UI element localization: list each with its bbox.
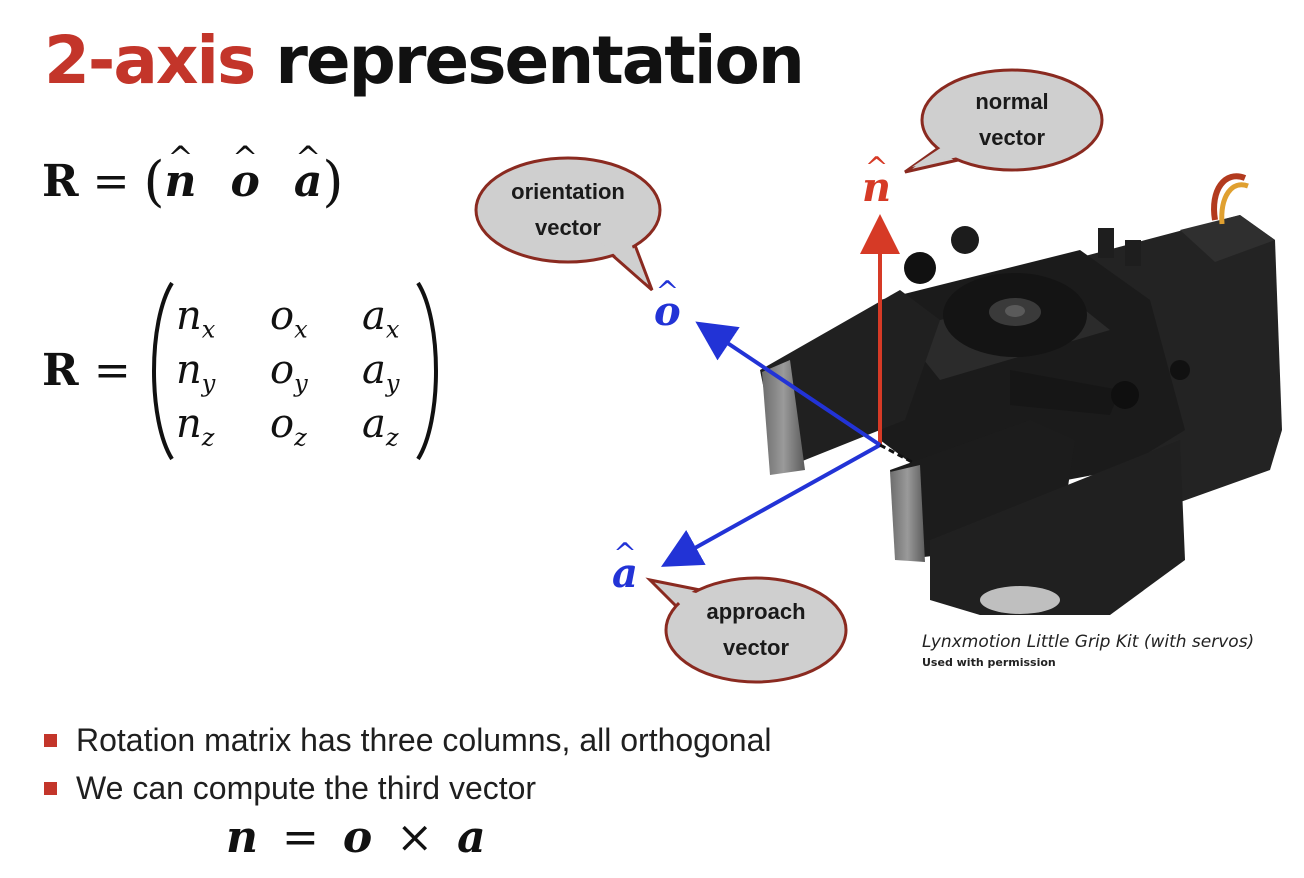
matrix-cell: ay — [362, 347, 400, 398]
eq1-col-n: n — [165, 156, 197, 207]
bullet-item: We can compute the third vector — [44, 764, 771, 812]
callout-approach — [645, 576, 848, 684]
matrix-cell: nz — [176, 401, 215, 452]
axis-label-o: o — [654, 288, 681, 335]
eq1-col-o: o — [231, 156, 260, 207]
eq3-lhs: n — [226, 812, 258, 863]
callout-orientation — [474, 156, 662, 292]
eq1-lhs: R — [42, 156, 79, 207]
axis-label-a: a — [612, 550, 638, 597]
callout-normal-text: normal vector — [975, 89, 1049, 150]
title-rest: representation — [254, 22, 805, 99]
orientation-vector-arrow — [695, 321, 882, 447]
matrix-cell: oy — [270, 347, 308, 398]
bullet-square-icon — [44, 782, 57, 795]
matrix-right-bracket — [416, 281, 438, 461]
equation-cross-product: n = o × a — [226, 812, 486, 863]
matrix-cell: az — [362, 401, 399, 452]
eq2-lhs: R = — [42, 345, 131, 396]
matrix-cell: oz — [270, 401, 307, 452]
approach-vector-arrow — [661, 443, 881, 567]
gripper-image — [760, 173, 1282, 615]
matrix-cell: nx — [176, 293, 216, 344]
matrix-left-bracket — [152, 281, 174, 461]
callout-orientation-text: orientation vector — [511, 179, 625, 240]
eq1-col-a: a — [294, 156, 323, 207]
callout-approach-text: approach vector — [706, 599, 806, 660]
callout-normal — [904, 68, 1104, 174]
image-caption: Lynxmotion Little Grip Kit (with servos) — [922, 632, 1255, 652]
bullet-list: Rotation matrix has three columns, all o… — [44, 716, 771, 812]
matrix-cell: ny — [176, 347, 216, 398]
eq1-close-paren: ) — [322, 150, 344, 213]
eq1-equals: = — [92, 156, 130, 207]
slide-title: 2-axis representation — [44, 28, 805, 94]
matrix-cell: ax — [362, 293, 400, 344]
eq3-operand-b: a — [457, 812, 486, 863]
eq3-operand-a: o — [342, 812, 373, 863]
eq1-open-paren: ( — [143, 150, 165, 213]
eq3-equals: = — [282, 812, 319, 863]
equation-r-columns: R = (noa) — [42, 150, 343, 213]
title-accent: 2-axis — [44, 22, 256, 99]
matrix-cell: ox — [270, 293, 308, 344]
bullet-square-icon — [44, 734, 57, 747]
origin-dashed-axis — [879, 443, 913, 464]
bullet-item: Rotation matrix has three columns, all o… — [44, 716, 771, 764]
axis-label-n: n — [862, 164, 891, 211]
eq3-cross: × — [396, 812, 434, 863]
image-credit: Used with permission — [922, 656, 1056, 669]
